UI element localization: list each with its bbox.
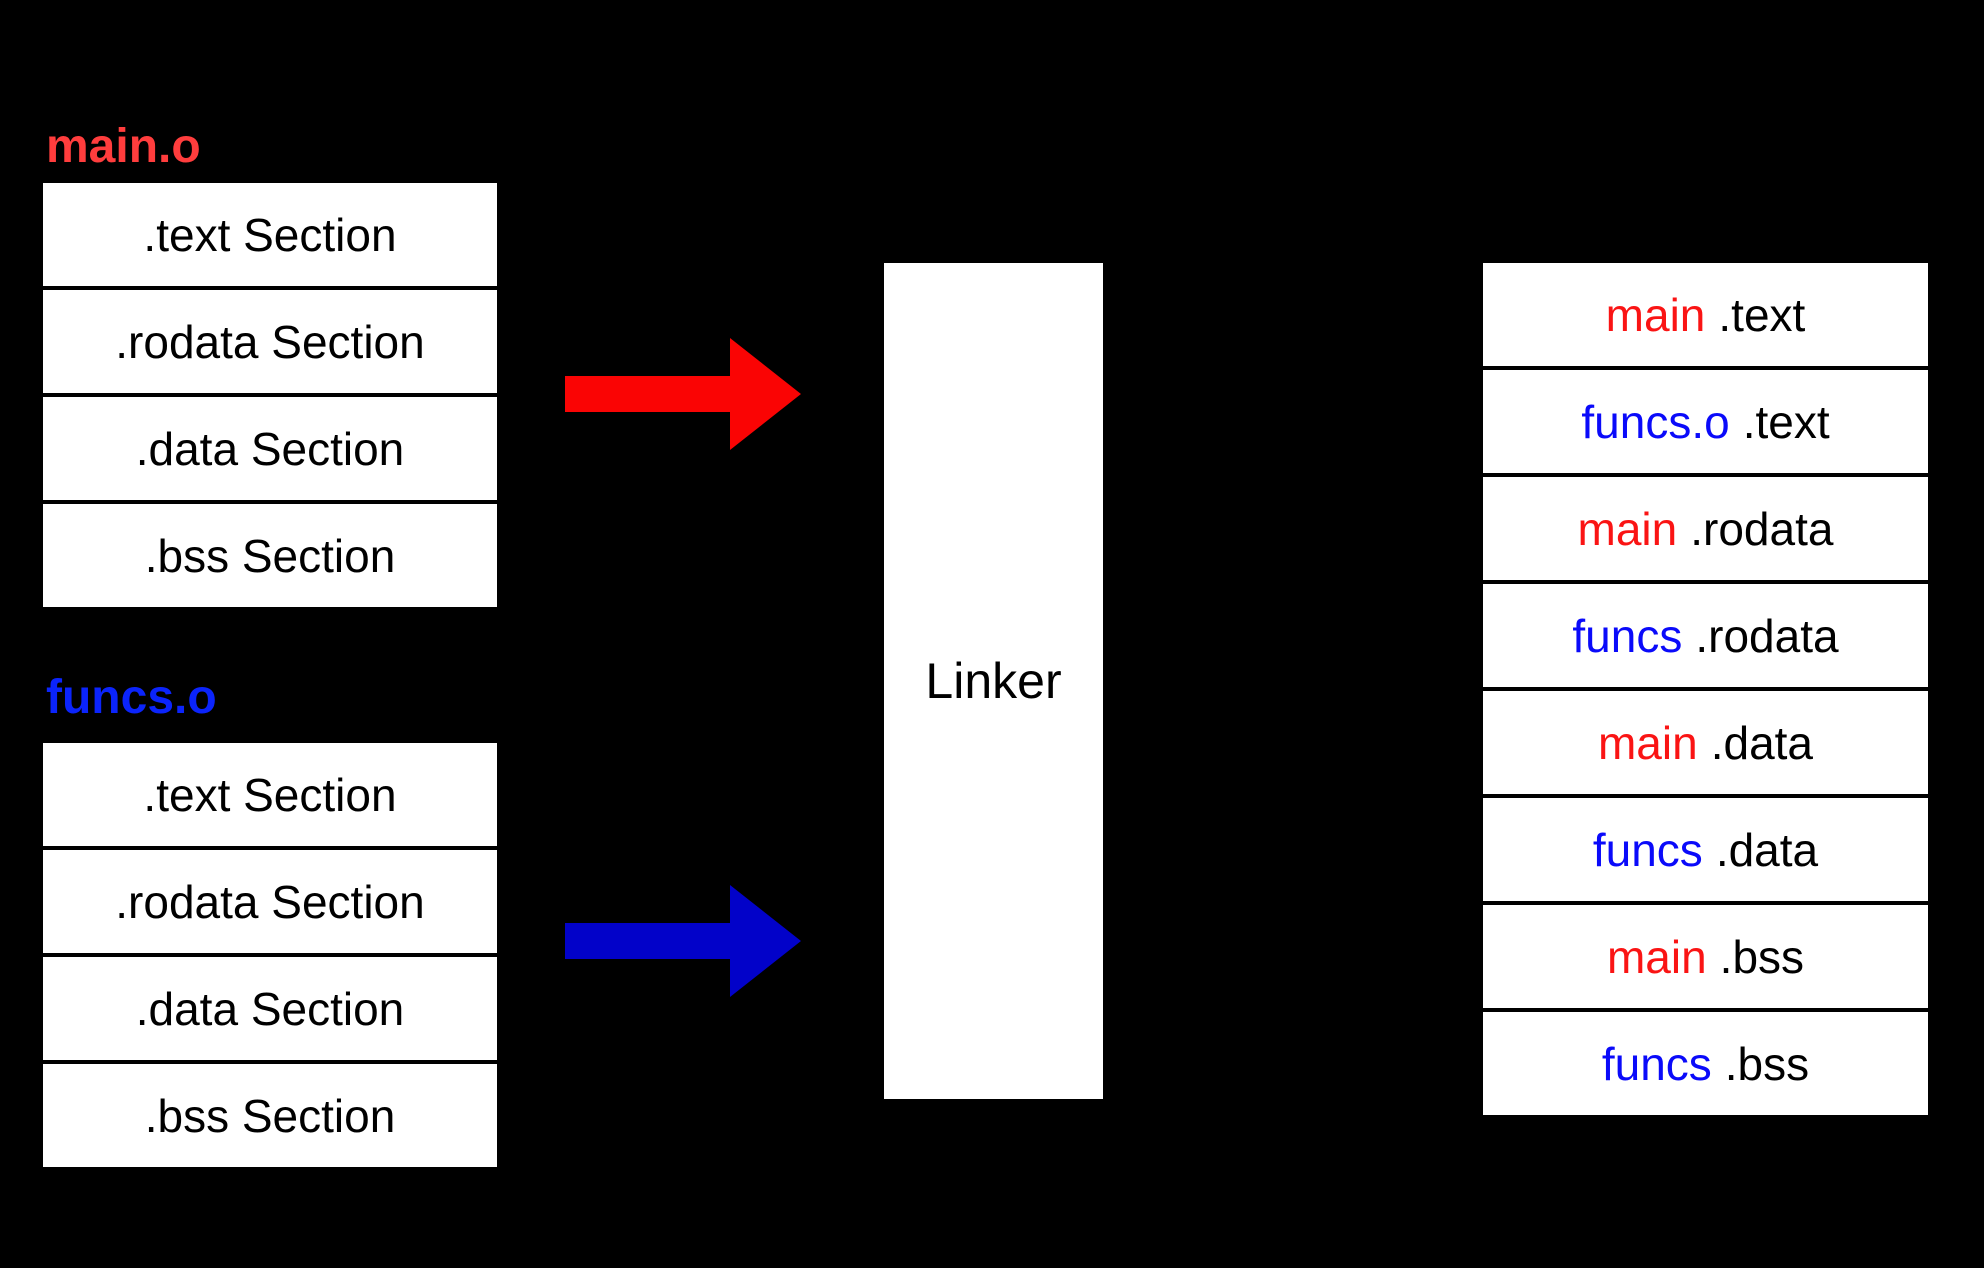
output-row-section: .rodata — [1695, 609, 1839, 662]
red-arrow-shape — [565, 338, 801, 450]
output-row-prefix: main — [1597, 716, 1698, 769]
linker-box: Linker — [884, 263, 1103, 1099]
output-funcs-text-row: funcs.o .text — [1483, 370, 1928, 473]
funcs-text-section: .text Section — [43, 743, 497, 846]
output-row-prefix: funcs — [1572, 609, 1683, 662]
output-funcs-rodata-row: funcs .rodata — [1483, 584, 1928, 687]
red-arrow-icon — [565, 338, 801, 450]
output-row-section: .text — [1718, 288, 1806, 341]
main-object-file-stack: .text Section .rodata Section .data Sect… — [43, 183, 497, 607]
output-row-section: .text — [1742, 395, 1830, 448]
funcs-object-file-stack: .text Section .rodata Section .data Sect… — [43, 743, 497, 1167]
blue-arrow-icon — [565, 885, 801, 997]
linker-label: Linker — [925, 653, 1062, 709]
funcs-data-section: .data Section — [43, 957, 497, 1060]
output-row-prefix: funcs — [1601, 1037, 1712, 1090]
output-funcs-bss-row: funcs .bss — [1483, 1012, 1928, 1115]
funcs-bss-section: .bss Section — [43, 1064, 497, 1167]
output-row-section: .bss — [1724, 1037, 1810, 1090]
funcs-rodata-section: .rodata Section — [43, 850, 497, 953]
output-row-section: .bss — [1719, 930, 1805, 983]
output-row-prefix: funcs — [1592, 823, 1703, 876]
output-funcs-data-row: funcs .data — [1483, 798, 1928, 901]
output-row-section: .data — [1710, 716, 1814, 769]
output-row-prefix: main — [1606, 930, 1707, 983]
main-rodata-section: .rodata Section — [43, 290, 497, 393]
output-row-prefix: main — [1577, 502, 1678, 555]
output-main-bss-row: main .bss — [1483, 905, 1928, 1008]
output-main-data-row: main .data — [1483, 691, 1928, 794]
output-row-prefix: main — [1605, 288, 1706, 341]
main-text-section: .text Section — [43, 183, 497, 286]
output-executable-stack: main .text funcs.o .text main .rodata fu… — [1483, 263, 1928, 1115]
output-row-section: .rodata — [1690, 502, 1834, 555]
main-object-file-label: main.o — [46, 120, 201, 173]
blue-arrow-shape — [565, 885, 801, 997]
output-main-rodata-row: main .rodata — [1483, 477, 1928, 580]
output-main-text-row: main .text — [1483, 263, 1928, 366]
output-row-section: .data — [1715, 823, 1819, 876]
output-row-prefix: funcs.o — [1581, 395, 1730, 448]
funcs-object-file-label: funcs.o — [46, 671, 217, 724]
main-data-section: .data Section — [43, 397, 497, 500]
main-bss-section: .bss Section — [43, 504, 497, 607]
